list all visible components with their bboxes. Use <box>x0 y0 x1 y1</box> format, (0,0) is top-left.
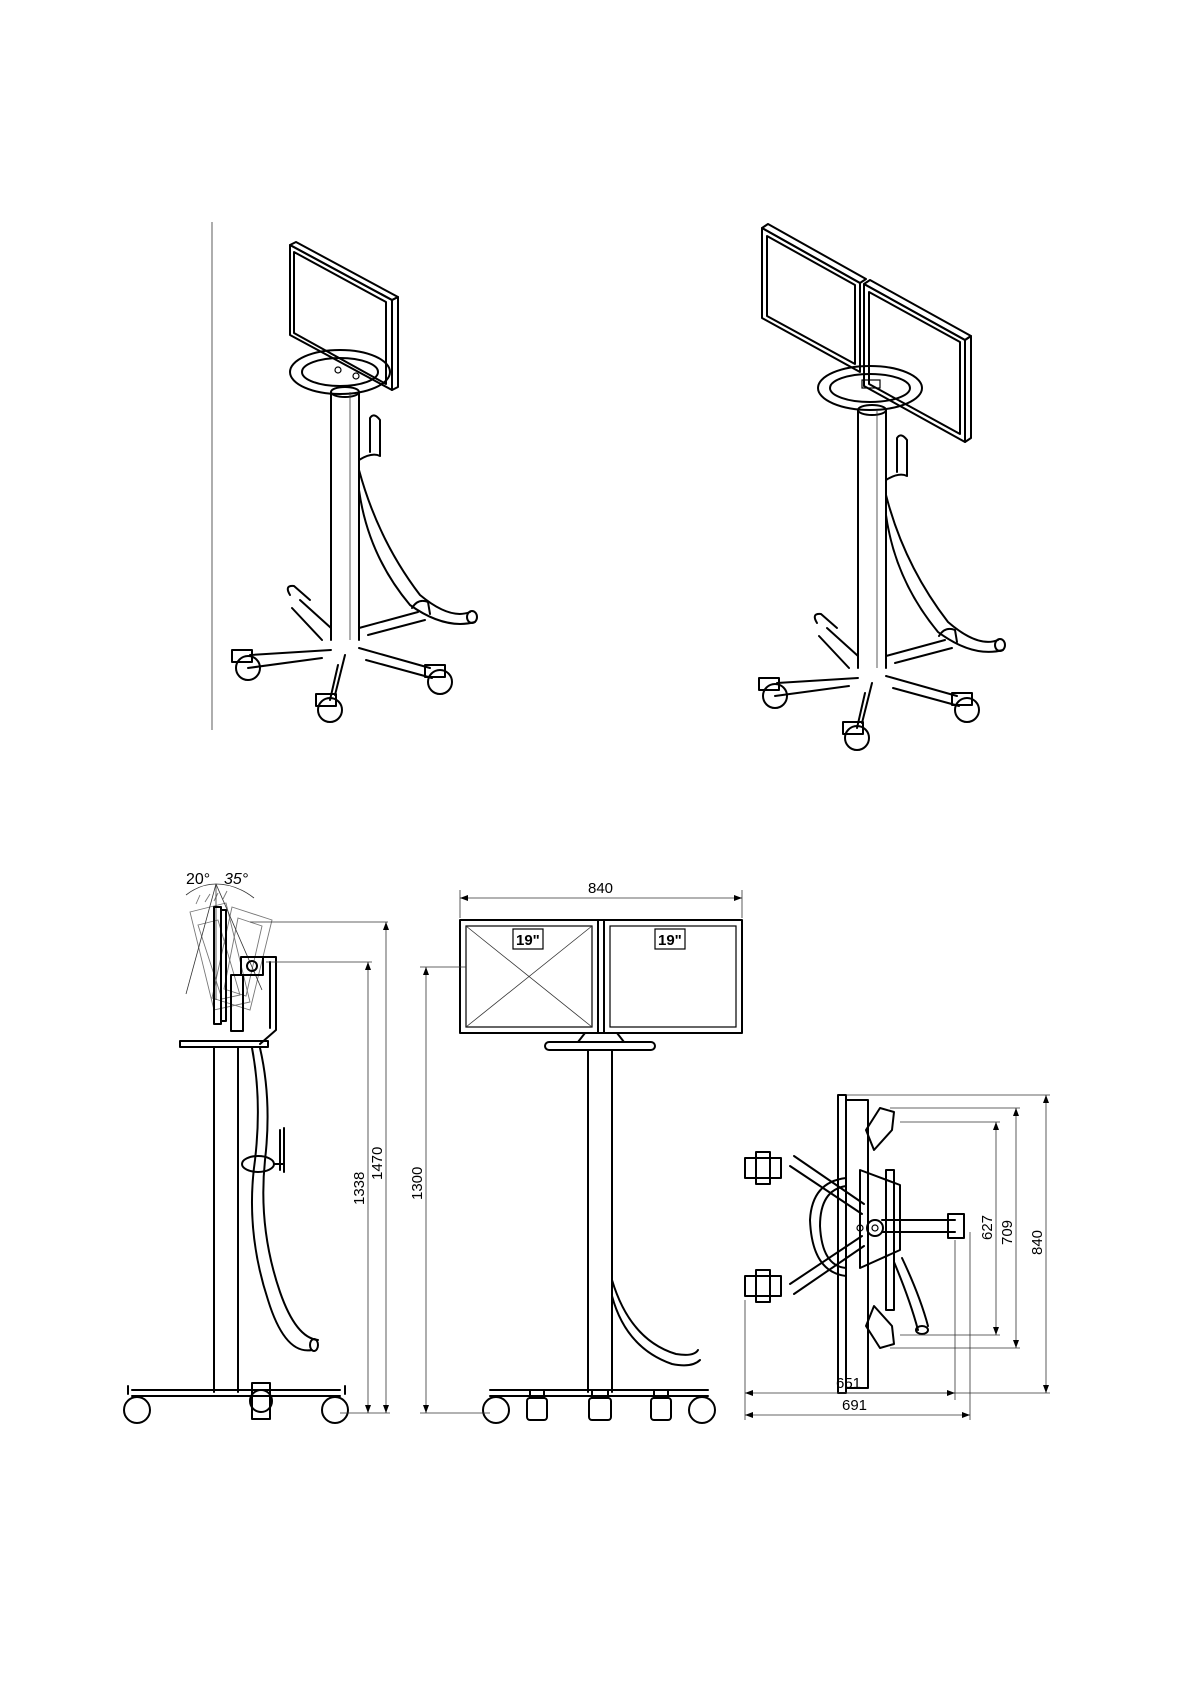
tilt-back-angle-label: 20° <box>186 871 210 888</box>
single-monitor <box>290 242 398 390</box>
star-base <box>232 586 452 722</box>
top-view: 840 709 627 651 691 <box>745 1095 1050 1420</box>
star-base-dual <box>759 614 979 750</box>
front-left-monitor: 19" <box>460 920 598 1033</box>
column-dual <box>858 405 886 668</box>
dim-691-label: 691 <box>842 1397 867 1414</box>
left-monitor-size-label: 19" <box>516 932 540 949</box>
front-casters <box>527 1390 671 1420</box>
front-view: 840 19" 19" <box>409 880 742 1423</box>
dim-627-label: 627 <box>979 1215 996 1240</box>
dim-840-top-label: 840 <box>1029 1230 1046 1255</box>
dim-1338-label: 1338 <box>351 1172 368 1205</box>
top-view-legs <box>745 1152 964 1334</box>
tilt-forward-angle-label: 35° <box>224 871 249 888</box>
dim-840-front-label: 840 <box>588 880 613 897</box>
dim-709-label: 709 <box>999 1220 1016 1245</box>
dim-651-label: 651 <box>836 1375 861 1392</box>
dim-1470-label: 1470 <box>369 1147 386 1180</box>
iso-view-single-monitor-cart <box>212 222 477 730</box>
top-view-dimensions: 840 709 627 651 691 <box>745 1095 1050 1420</box>
front-right-monitor: 19" <box>604 920 742 1033</box>
side-view: 20° 35° <box>124 871 390 1423</box>
column <box>331 387 359 640</box>
dim-1300-label: 1300 <box>409 1167 426 1200</box>
front-view-width-dimension: 840 <box>460 880 742 918</box>
iso-view-dual-monitor-cart <box>759 224 1005 750</box>
right-monitor-size-label: 19" <box>658 932 682 949</box>
